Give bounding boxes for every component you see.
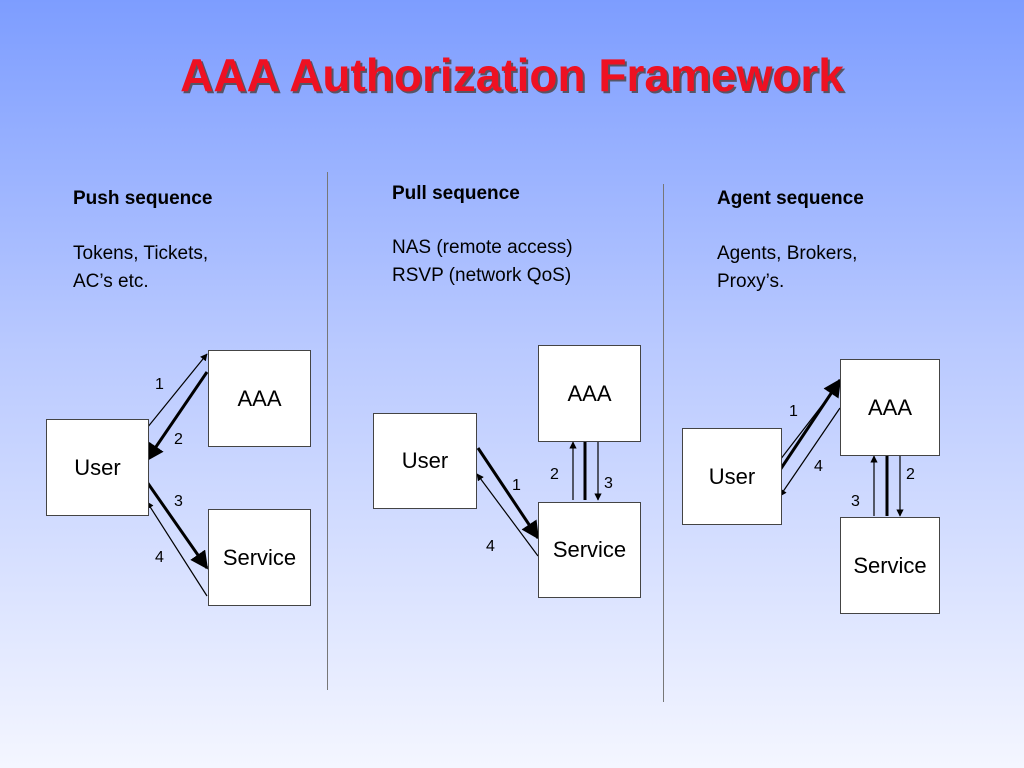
pull-aaa-box: AAA — [538, 345, 641, 442]
push-step-4: 4 — [155, 549, 164, 566]
push-arrow-2 — [145, 371, 209, 462]
agent-aaa-box: AAA — [840, 359, 940, 456]
agent-heading: Agent sequence — [717, 188, 864, 209]
push-service-box: Service — [208, 509, 311, 606]
pull-step-4: 4 — [486, 538, 495, 555]
agent-arrow-4 — [779, 407, 841, 497]
push-step-1: 1 — [155, 376, 164, 393]
agent-step-2: 2 — [906, 466, 915, 483]
push-arrow-4 — [146, 501, 208, 597]
push-desc-line1: Tokens, Tickets, — [73, 243, 209, 264]
agent-service-box: Service — [840, 517, 940, 614]
push-heading: Push sequence — [73, 188, 213, 209]
pull-heading: Pull sequence — [392, 183, 520, 204]
push-arrow-1 — [146, 353, 208, 429]
pull-step-2: 2 — [550, 466, 559, 483]
agent-thin-line — [779, 381, 841, 461]
divider-right — [663, 184, 664, 702]
divider-left — [327, 172, 328, 690]
pull-arrow-4 — [476, 473, 539, 557]
pull-description: NAS (remote access) RSVP (network QoS) — [392, 234, 573, 290]
agent-step-1: 1 — [789, 403, 798, 420]
push-user-box: User — [46, 419, 149, 516]
push-description: Tokens, Tickets, AC’s etc. — [73, 240, 208, 296]
pull-desc-line2: RSVP (network QoS) — [392, 265, 572, 286]
pull-arrow-1 — [476, 447, 540, 540]
pull-step-3: 3 — [604, 475, 613, 492]
push-step-2: 2 — [174, 431, 183, 448]
push-arrow-3 — [145, 481, 209, 570]
agent-step-4: 4 — [814, 458, 823, 475]
agent-description: Agents, Brokers, Proxy’s. — [717, 240, 857, 296]
agent-user-box: User — [682, 428, 782, 525]
pull-desc-line1: NAS (remote access) — [392, 237, 573, 258]
agent-desc-line1: Agents, Brokers, — [717, 243, 858, 264]
pull-service-box: Service — [538, 502, 641, 598]
pull-step-1: 1 — [512, 477, 521, 494]
push-desc-line2: AC’s etc. — [73, 271, 149, 292]
push-step-3: 3 — [174, 493, 183, 510]
agent-step-3: 3 — [851, 493, 860, 510]
slide-title: AAA Authorization Framework — [180, 49, 844, 101]
agent-desc-line2: Proxy’s. — [717, 271, 785, 292]
push-aaa-box: AAA — [208, 350, 311, 447]
pull-user-box: User — [373, 413, 477, 509]
